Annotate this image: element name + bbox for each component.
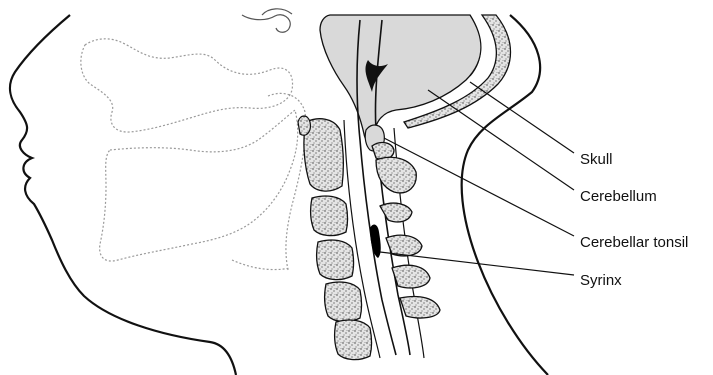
vertebra-c4 xyxy=(317,240,354,280)
ear-outline xyxy=(242,9,292,32)
vertebra-c3 xyxy=(311,196,348,236)
cerebellum-leader-line xyxy=(428,90,574,190)
pharynx-outline xyxy=(232,93,306,270)
label-cerebellar-tonsil: Cerebellar tonsil xyxy=(580,234,688,251)
vertebra-c6 xyxy=(335,320,372,360)
nasal-cavity-outline xyxy=(81,39,293,132)
spinous-c3 xyxy=(380,203,412,222)
label-cerebellum: Cerebellum xyxy=(580,188,657,205)
spinous-processes xyxy=(372,143,440,318)
spinous-c6 xyxy=(400,297,440,319)
jaw-outline xyxy=(100,110,298,261)
skull-leader-line xyxy=(470,82,574,153)
face-profile xyxy=(10,15,236,375)
label-syrinx: Syrinx xyxy=(580,272,622,289)
atlas-anterior-arch xyxy=(298,116,310,135)
syrinx xyxy=(370,225,381,258)
label-skull: Skull xyxy=(580,151,613,168)
vertebra-c5 xyxy=(325,282,362,322)
spinous-c5 xyxy=(392,265,430,288)
